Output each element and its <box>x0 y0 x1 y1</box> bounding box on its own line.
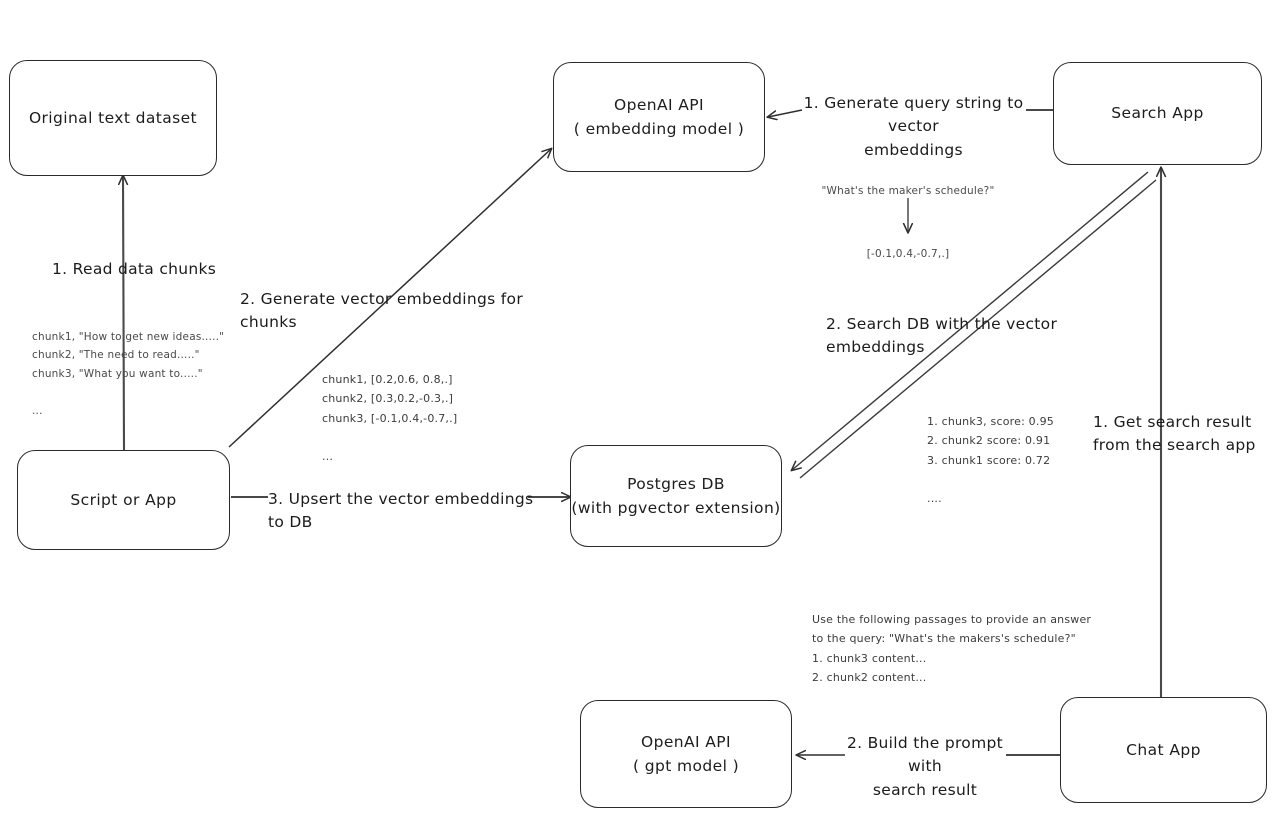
node-script-or-app[interactable]: Script or App <box>17 450 230 550</box>
node-search-app[interactable]: Search App <box>1053 62 1262 165</box>
edge-label-upsert-to-db: 3. Upsert the vector embeddings to DB <box>268 490 534 532</box>
node-label-line1: Script or App <box>70 490 177 509</box>
node-openai-api-embedding-model[interactable]: OpenAI API ( embedding model ) <box>553 62 765 172</box>
node-label-line1: OpenAI API <box>640 732 732 751</box>
note-chunk-embeddings: chunk1, [0.2,0.6, 0.8,.] chunk2, [0.3,0.… <box>322 373 458 463</box>
edge-label-search-db: 2. Search DB with the vector embeddings <box>826 315 1058 357</box>
node-openai-api-gpt-model[interactable]: OpenAI API ( gpt model ) <box>580 700 792 808</box>
note-search-scores: 1. chunk3, score: 0.95 2. chunk2 score: … <box>927 415 1054 505</box>
node-label-line1: OpenAI API <box>613 95 705 114</box>
node-original-text-dataset[interactable]: Original text dataset <box>9 60 217 176</box>
node-label-line1: Original text dataset <box>28 108 198 127</box>
edge-label-generate-vector-embeddings: 2. Generate vector embeddings for chunks <box>240 290 523 332</box>
note-prompt-template: Use the following passages to provide an… <box>812 613 1092 684</box>
note-source-chunks: chunk1, "How to get new ideas....." chun… <box>32 331 225 417</box>
node-chat-app[interactable]: Chat App <box>1060 697 1267 803</box>
node-label-line1: Search App <box>1111 104 1204 123</box>
node-label-line1: Chat App <box>1126 740 1201 759</box>
node-label-line2: (with pgvector extension) <box>571 499 781 517</box>
edge-label-build-prompt: 2. Build the prompt with search result <box>847 734 1003 799</box>
node-label-line2: ( embedding model ) <box>573 120 745 138</box>
edge-label-generate-query-string: 1. Generate query string to vector embed… <box>803 94 1024 159</box>
node-label-line2: ( gpt model ) <box>632 757 740 775</box>
edge-label-read-data-chunks: 1. Read data chunks <box>52 260 217 278</box>
node-postgres-db[interactable]: Postgres DB (with pgvector extension) <box>570 445 782 547</box>
note-query-vector: [-0.1,0.4,-0.7,.] <box>866 248 950 260</box>
node-label-line1: Postgres DB <box>627 474 725 493</box>
note-query-text: "What's the maker's schedule?" <box>821 185 995 197</box>
